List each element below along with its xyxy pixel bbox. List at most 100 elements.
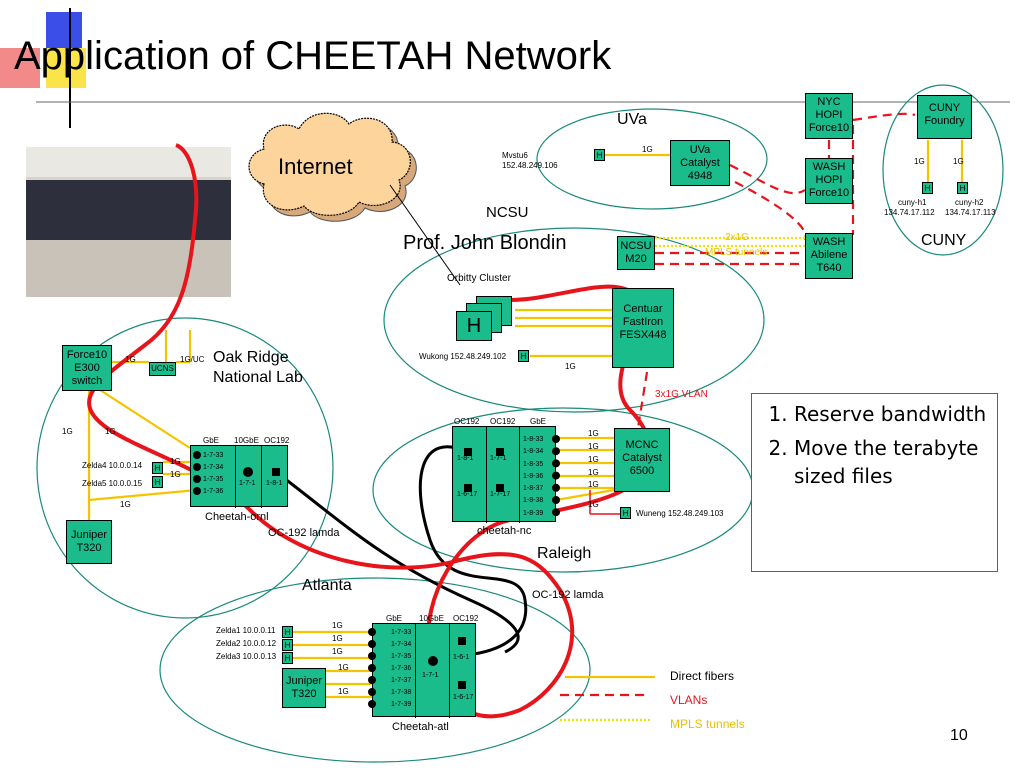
ornl-label-1: Oak Ridge [213, 349, 289, 366]
mvstu6-label: Mvstu6 [502, 151, 528, 160]
raleigh-label: Raleigh [537, 545, 592, 562]
nc-link-4: 1G [588, 468, 599, 477]
ornl-gbe-header: GbE [203, 436, 220, 445]
cheetah-nc-chassis: 1-8-1 1-6-17 1-7-1 1-7-17 1-8-33 1-8-34 … [452, 426, 556, 523]
host-icon: H [152, 476, 163, 488]
nc-link-3: 1G [588, 455, 599, 464]
cuny-h1-ip: 134.74.17.112 [884, 208, 935, 217]
ornl-10gbe-header: 10GbE [234, 436, 259, 445]
cuny-link-2: 1G [953, 157, 964, 166]
atl-10gbe-header: 10GbE [419, 614, 444, 623]
cuny-h2-label: cuny-h2 [955, 198, 984, 207]
host-icon: H [922, 182, 933, 194]
cheetah-atl-chassis: 1-7-33 1-7-34 1-7-35 1-7-36 1-7-37 1-7-3… [372, 623, 476, 718]
atl-link-4: 1G [338, 663, 349, 672]
atlanta-ellipse [159, 577, 591, 763]
atlanta-label: Atlanta [302, 577, 352, 594]
atl-gbe-header: GbE [386, 614, 403, 623]
legend-mpls: MPLS tunnels [670, 717, 745, 731]
ornl-link-juniper: 1G [120, 500, 131, 509]
ucns-box: UCNS [149, 362, 176, 376]
mvstu6-ip: 152.48.249.106 [502, 161, 558, 170]
wukong-label: Wukong 152.48.249.102 [419, 352, 507, 361]
cheetah-atl-label: Cheetah-atl [392, 721, 449, 733]
ornl-host-link-2: 1G [170, 470, 181, 479]
legend-direct-fibers: Direct fibers [670, 669, 735, 683]
nc-link-2: 1G [588, 442, 599, 451]
host-icon: H [957, 182, 968, 194]
atl-link-3: 1G [332, 647, 343, 656]
oc192-lamda-label-1: OC-192 lamda [268, 527, 340, 539]
vlan-3x1g-label: 3x1G VLAN [655, 389, 708, 400]
datacenter-photo [26, 147, 231, 297]
ornl-ellipse [36, 317, 334, 619]
step-item: Reserve bandwidth [794, 400, 997, 428]
mpls-label: MPLS tunnels [705, 247, 768, 258]
cheetah-ornl-chassis: 1-7-33 1-7-34 1-7-35 1-7-36 1-7-1 1-8-1 [190, 445, 288, 508]
cheetah-ornl-label: Cheetah-ornl [205, 511, 269, 523]
atl-link-2: 1G [332, 634, 343, 643]
cuny-link-1: 1G [914, 157, 925, 166]
cheetah-nc-label: cheetah-nc [477, 525, 532, 537]
host-icon: H [282, 626, 293, 638]
internet-label: Internet [278, 154, 353, 179]
cuny-label: CUNY [921, 232, 967, 249]
uva-link-label: 1G [642, 145, 653, 154]
cuny-ellipse [882, 84, 1004, 256]
ornl-link-1g: 1G [125, 355, 136, 364]
nc-oc192-header-2: OC192 [490, 417, 516, 426]
cuny-h2-ip: 134.74.17.113 [945, 208, 996, 217]
nc-link-1: 1G [588, 429, 599, 438]
cluster-label: Orbitty Cluster [447, 273, 511, 284]
atl-link-5: 1G [338, 687, 349, 696]
steps-box: Reserve bandwidth Move the terabyte size… [751, 393, 998, 572]
nc-oc192-header-1: OC192 [454, 417, 480, 426]
step-item: Move the terabyte sized files [794, 434, 997, 490]
nc-link-6: 1G [588, 500, 599, 509]
uva-ellipse [536, 108, 768, 210]
zelda5-label: Zelda5 10.0.0.15 [82, 479, 143, 488]
cuny-h1-label: cuny-h1 [898, 198, 927, 207]
nc-gbe-header: GbE [530, 417, 547, 426]
atl-oc192-header: OC192 [453, 614, 479, 623]
ncsu-ellipse [383, 227, 765, 413]
ornl-link-1guc: 1G/UC [180, 355, 205, 364]
host-icon: H [282, 652, 293, 664]
ornl-link-1g-b: 1G [105, 427, 116, 436]
internet-cloud [248, 112, 417, 222]
zelda1-label: Zelda1 10.0.0.11 [216, 626, 276, 635]
host-icon: H [152, 462, 163, 474]
legend-vlans: VLANs [670, 693, 708, 707]
ornl-oc192-header: OC192 [264, 436, 290, 445]
host-icon: H [620, 507, 631, 519]
oc192-lamda-label-2: OC-192 lamda [532, 589, 604, 601]
nc-link-5: 1G [588, 480, 599, 489]
atl-link-1: 1G [332, 621, 343, 630]
wuneng-label: Wuneng 152.48.249.103 [636, 509, 724, 518]
cluster-node-front: H [456, 311, 492, 341]
host-icon: H [282, 639, 293, 651]
zelda3-label: Zelda3 10.0.0.13 [216, 652, 277, 661]
2x1g-label: 2x1G [725, 232, 749, 243]
ncsu-link-label: 1G [565, 362, 576, 371]
zelda2-label: Zelda2 10.0.0.12 [216, 639, 277, 648]
ornl-link-1g-a: 1G [62, 427, 73, 436]
ornl-label-2: National Lab [213, 369, 303, 386]
slide-title: Application of CHEETAH Network [14, 34, 612, 78]
host-icon: H [594, 149, 605, 161]
ncsu-label: NCSU [486, 204, 529, 221]
page-number: 10 [950, 727, 968, 744]
zelda4-label: Zelda4 10.0.0.14 [82, 461, 143, 470]
pi-name: Prof. John Blondin [403, 232, 567, 254]
